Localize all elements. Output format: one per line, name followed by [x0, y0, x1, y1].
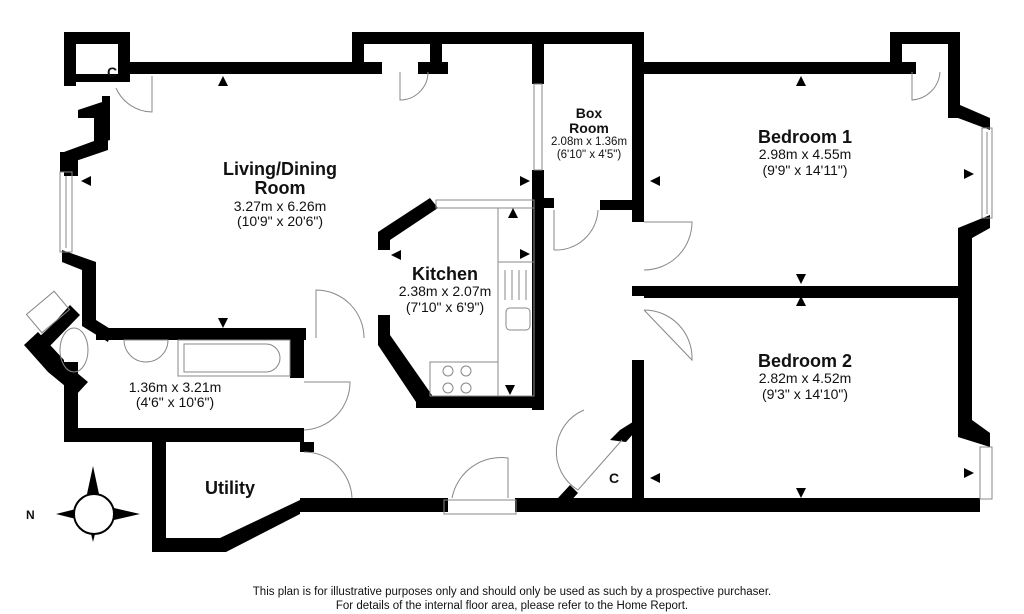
window-box-room	[533, 83, 543, 171]
disclaimer: This plan is for illustrative purposes o…	[0, 585, 1024, 613]
compass-north-label: N	[26, 508, 35, 522]
room-name: Room	[569, 120, 609, 137]
room-metric: 2.08m x 1.36m	[550, 136, 628, 149]
room-bedroom-1: Bedroom 1 2.98m x 4.55m (9'9" x 14'11")	[720, 127, 890, 178]
room-name: Bedroom 2	[757, 351, 853, 371]
compass-rose-icon	[56, 466, 140, 542]
window-bathroom	[25, 290, 71, 334]
window-bedroom1	[981, 127, 993, 219]
room-imperial: (4'6" x 10'6")	[135, 394, 215, 411]
room-metric: 3.27m x 6.26m	[233, 197, 327, 214]
cupboard-label-top: C	[107, 64, 118, 80]
room-living-dining: Living/Dining Room 3.27m x 6.26m (10'9" …	[190, 159, 370, 229]
room-imperial: (6'10" x 4'5")	[556, 148, 622, 161]
room-metric: 2.82m x 4.52m	[758, 370, 852, 387]
disclaimer-line-1: This plan is for illustrative purposes o…	[252, 586, 772, 598]
room-name: Box	[575, 105, 603, 121]
room-name: Room	[254, 178, 306, 199]
room-imperial: (9'9" x 14'11")	[762, 161, 848, 178]
walls	[24, 32, 990, 552]
room-name: Living/Dining	[223, 159, 337, 179]
room-name: Utility	[204, 478, 255, 498]
fixtures	[25, 71, 993, 515]
room-imperial: (10'9" x 20'6")	[236, 212, 324, 229]
room-metric: 1.36m x 3.21m	[128, 379, 222, 395]
room-metric: 2.98m x 4.55m	[758, 146, 852, 163]
room-name: Bedroom 1	[757, 127, 853, 147]
room-kitchen: Kitchen 2.38m x 2.07m (7'10" x 6'9")	[385, 264, 505, 315]
window-left	[59, 171, 73, 253]
room-box-room: Box Room 2.08m x 1.36m (6'10" x 4'5")	[544, 105, 634, 161]
room-imperial: (9'3" x 14'10")	[761, 385, 849, 402]
window-bedroom2	[979, 446, 993, 500]
room-imperial: (7'10" x 6'9")	[405, 298, 485, 315]
room-bathroom: 1.36m x 3.21m (4'6" x 10'6")	[100, 379, 250, 411]
room-metric: 2.38m x 2.07m	[398, 283, 492, 300]
window-kitchen	[435, 199, 535, 209]
room-bedroom-2: Bedroom 2 2.82m x 4.52m (9'3" x 14'10")	[720, 351, 890, 402]
room-name: Kitchen	[411, 264, 478, 284]
disclaimer-line-2: For details of the internal floor area, …	[335, 600, 689, 612]
cupboard-label-hall: C	[609, 470, 620, 486]
room-utility: Utility	[190, 478, 270, 498]
direction-arrows	[81, 76, 974, 498]
